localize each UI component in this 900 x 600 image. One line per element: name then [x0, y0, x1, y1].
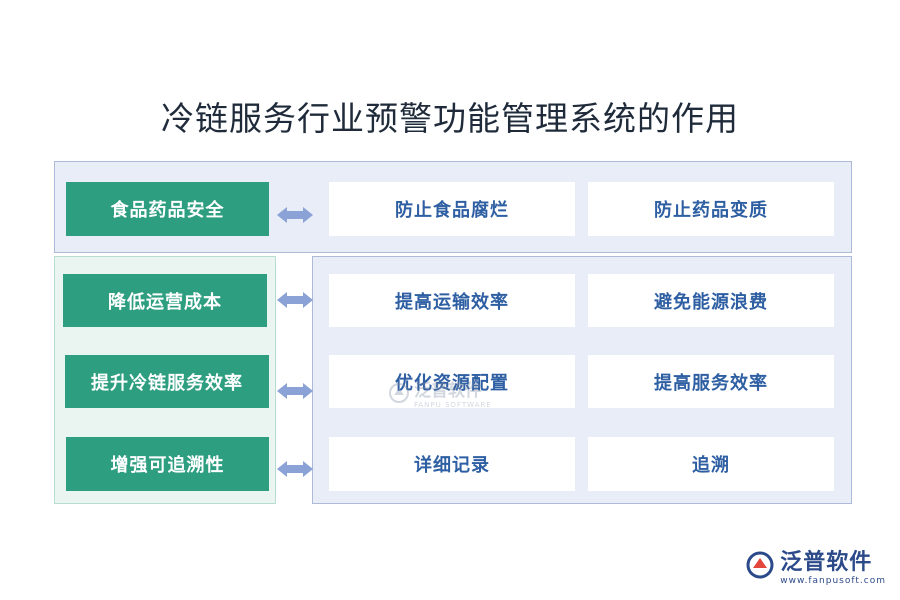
fanpu-logo-icon [389, 382, 409, 403]
effect-box: 详细记录 [329, 437, 575, 491]
effect-box: 防止药品变质 [588, 182, 834, 236]
effect-box: 追溯 [588, 437, 834, 491]
category-box: 食品药品安全 [66, 182, 269, 236]
double-arrow-icon [277, 461, 313, 477]
effect-box: 优化资源配置 [329, 355, 575, 408]
fanpu-logo-icon [746, 551, 774, 579]
watermark: 泛普软件 FANPU SOFTWARE [388, 376, 492, 409]
watermark-subtext: FANPU SOFTWARE [414, 401, 492, 409]
brand-logo: 泛普软件 www.fanpusoft.com [745, 544, 886, 586]
effect-box: 提高运输效率 [329, 274, 575, 327]
brand-name: 泛普软件 [780, 550, 873, 575]
double-arrow-icon [277, 383, 313, 399]
category-box: 增强可追溯性 [66, 437, 269, 491]
category-box: 提升冷链服务效率 [65, 355, 269, 408]
category-box: 降低运营成本 [63, 274, 267, 327]
effect-box: 提高服务效率 [588, 355, 834, 408]
effect-box: 防止食品腐烂 [329, 182, 575, 236]
double-arrow-icon [277, 292, 313, 308]
page-title: 冷链服务行业预警功能管理系统的作用 [161, 99, 739, 138]
watermark-text: 泛普软件 [414, 381, 482, 401]
brand-url: www.fanpusoft.com [780, 576, 886, 586]
double-arrow-icon [277, 207, 313, 223]
effect-box: 避免能源浪费 [588, 274, 834, 327]
